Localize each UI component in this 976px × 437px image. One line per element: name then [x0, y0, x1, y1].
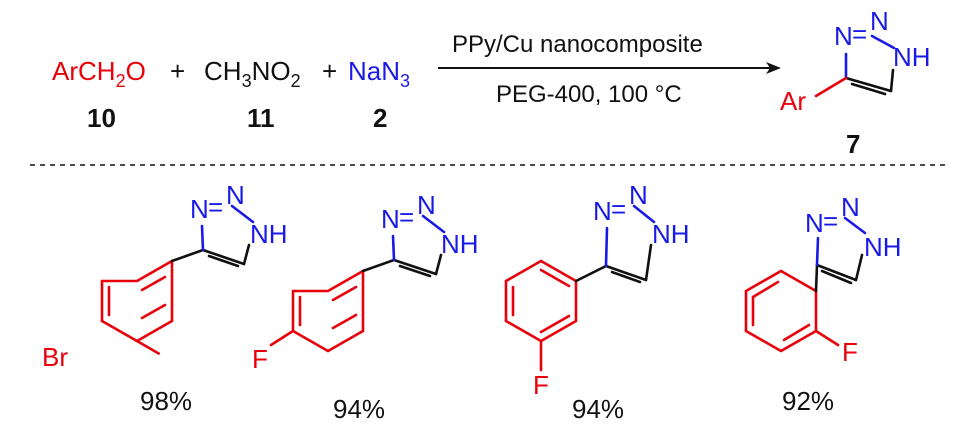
- reactant-nan3: NaN3: [348, 56, 410, 91]
- plus-sign-2: +: [322, 56, 337, 86]
- product-7-aryl: Ar: [780, 86, 806, 116]
- compound-number-7: 7: [846, 129, 860, 159]
- product-1-nh: NH: [250, 219, 288, 249]
- product-2-substituent: F: [252, 344, 268, 374]
- compound-number-2: 2: [373, 103, 387, 133]
- product-4-n3: N: [805, 208, 824, 238]
- reactant-ch3no2: CH3NO2: [204, 56, 301, 91]
- product-4-yield: 92%: [782, 386, 834, 416]
- product-2-eq: =: [399, 202, 414, 232]
- product-2-n3: N: [381, 204, 400, 234]
- product-4-substituent: F: [842, 337, 858, 367]
- product-2-n2: N: [417, 190, 436, 220]
- reactant-arch2o: ArCH2O: [52, 56, 146, 91]
- product-7-structure: N = N NH Ar: [780, 6, 931, 116]
- product-1-n3: N: [190, 194, 209, 224]
- product-2-fluorophenyl: F N = N NH: [744, 192, 902, 367]
- product-3-n2: N: [629, 180, 648, 210]
- product-1-substituent: Br: [42, 342, 68, 372]
- product-4-n2: N: [841, 192, 860, 222]
- condition-solvent-temp: PEG-400, 100 °C: [496, 81, 682, 108]
- product-1-yield: 98%: [140, 386, 192, 416]
- product-1-eq: =: [208, 192, 223, 222]
- product-7-nh: NH: [893, 42, 931, 72]
- product-4-bromophenyl: Br N = N NH: [42, 180, 288, 372]
- product-4-eq: =: [823, 206, 838, 236]
- product-2-yield: 94%: [333, 394, 385, 424]
- condition-catalyst: PPy/Cu nanocomposite: [452, 31, 703, 58]
- product-3-nh: NH: [652, 219, 690, 249]
- product-3-eq: =: [611, 194, 626, 224]
- product-7-n2: N: [870, 6, 889, 36]
- product-3-fluorophenyl: F N = N NH: [504, 180, 690, 400]
- reaction-arrow-head: [766, 62, 781, 74]
- product-1-n2: N: [226, 180, 245, 210]
- product-2-nh: NH: [441, 229, 479, 259]
- product-4-nh: NH: [864, 232, 902, 262]
- compound-number-11: 11: [247, 103, 275, 133]
- product-3-n3: N: [593, 196, 612, 226]
- product-7-n3: N: [834, 21, 853, 51]
- product-3-substituent: F: [533, 370, 549, 400]
- compound-number-10: 10: [87, 103, 116, 133]
- product-3-yield: 94%: [572, 394, 624, 424]
- plus-sign-1: +: [170, 56, 185, 86]
- product-7-eq: =: [852, 19, 867, 49]
- product-4-fluorophenyl: F N = N NH: [252, 190, 479, 374]
